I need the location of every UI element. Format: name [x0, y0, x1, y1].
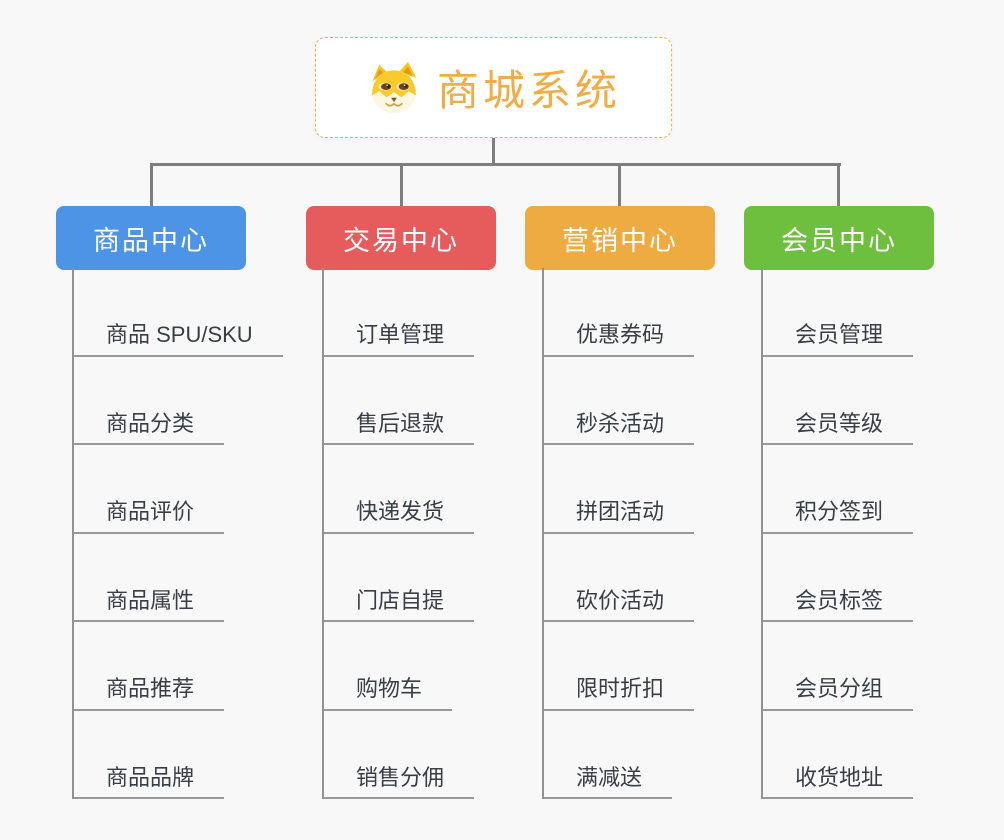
leaf-label[interactable]: 商品分类 — [74, 410, 225, 445]
leaf-label[interactable]: 砍价活动 — [544, 587, 695, 622]
leaf-label[interactable]: 快递发货 — [324, 498, 475, 534]
leaf-label[interactable]: 满减送 — [544, 764, 673, 799]
leaf-label[interactable]: 销售分佣 — [324, 764, 475, 799]
leaf-node[interactable]: 商品推荐 — [74, 622, 283, 711]
branch-node-marketing-center[interactable]: 营销中心 — [525, 206, 715, 270]
leaf-node[interactable]: 商品品牌 — [74, 711, 283, 799]
connector-drop-trade — [400, 163, 403, 207]
leaf-column-marketing: 优惠券码 秒杀活动 拼团活动 砍价活动 限时折扣 满减送 — [542, 268, 695, 799]
branch-node-member-center[interactable]: 会员中心 — [744, 206, 934, 270]
leaf-label[interactable]: 会员分组 — [763, 675, 914, 711]
root-node[interactable]: 商城系统 — [315, 37, 672, 138]
leaf-label[interactable]: 限时折扣 — [544, 675, 695, 711]
leaf-label[interactable]: 会员管理 — [763, 321, 914, 357]
connector-drop-marketing — [618, 163, 621, 207]
leaf-node[interactable]: 优惠券码 — [544, 268, 695, 357]
connector-horizontal-bus — [150, 163, 841, 166]
leaf-node[interactable]: 会员等级 — [763, 357, 914, 445]
leaf-node[interactable]: 拼团活动 — [544, 445, 695, 534]
leaf-column-trade: 订单管理 售后退款 快递发货 门店自提 购物车 销售分佣 — [322, 268, 475, 799]
leaf-node[interactable]: 订单管理 — [324, 268, 475, 357]
leaf-node[interactable]: 售后退款 — [324, 357, 475, 445]
branch-node-trade-center[interactable]: 交易中心 — [306, 206, 496, 270]
leaf-node[interactable]: 收货地址 — [763, 711, 914, 799]
leaf-label[interactable]: 售后退款 — [324, 410, 475, 445]
leaf-node[interactable]: 限时折扣 — [544, 622, 695, 711]
leaf-node[interactable]: 秒杀活动 — [544, 357, 695, 445]
leaf-node[interactable]: 积分签到 — [763, 445, 914, 534]
leaf-column-product: 商品 SPU/SKU 商品分类 商品评价 商品属性 商品推荐 商品品牌 — [72, 268, 283, 799]
leaf-label[interactable]: 收货地址 — [763, 764, 914, 799]
leaf-label[interactable]: 秒杀活动 — [544, 410, 695, 445]
leaf-node[interactable]: 砍价活动 — [544, 534, 695, 622]
leaf-node[interactable]: 会员管理 — [763, 268, 914, 357]
dog-face-icon — [371, 61, 417, 113]
connector-drop-product — [150, 163, 153, 207]
leaf-node[interactable]: 商品分类 — [74, 357, 283, 445]
connector-root-vertical — [492, 138, 495, 166]
leaf-node[interactable]: 商品 SPU/SKU — [74, 268, 283, 357]
leaf-label[interactable]: 商品推荐 — [74, 675, 225, 711]
leaf-label[interactable]: 积分签到 — [763, 498, 914, 534]
leaf-column-member: 会员管理 会员等级 积分签到 会员标签 会员分组 收货地址 — [761, 268, 914, 799]
leaf-node[interactable]: 会员分组 — [763, 622, 914, 711]
leaf-label[interactable]: 门店自提 — [324, 587, 475, 622]
leaf-node[interactable]: 商品评价 — [74, 445, 283, 534]
leaf-node[interactable]: 门店自提 — [324, 534, 475, 622]
leaf-label[interactable]: 购物车 — [324, 675, 453, 711]
leaf-node[interactable]: 商品属性 — [74, 534, 283, 622]
branch-node-product-center[interactable]: 商品中心 — [56, 206, 246, 270]
leaf-label[interactable]: 商品属性 — [74, 587, 225, 622]
leaf-label[interactable]: 拼团活动 — [544, 498, 695, 534]
leaf-label[interactable]: 商品品牌 — [74, 764, 225, 799]
leaf-node[interactable]: 满减送 — [544, 711, 694, 799]
root-title: 商城系统 — [436, 67, 621, 114]
leaf-node[interactable]: 会员标签 — [763, 534, 914, 622]
leaf-label[interactable]: 商品 SPU/SKU — [74, 321, 283, 357]
leaf-label[interactable]: 订单管理 — [324, 321, 475, 357]
leaf-label[interactable]: 会员等级 — [763, 410, 914, 445]
leaf-label[interactable]: 会员标签 — [763, 587, 914, 622]
leaf-node[interactable]: 购物车 — [324, 622, 474, 711]
leaf-node[interactable]: 快递发货 — [324, 445, 475, 534]
leaf-label[interactable]: 优惠券码 — [544, 321, 695, 357]
connector-drop-member — [837, 163, 840, 207]
leaf-node[interactable]: 销售分佣 — [324, 711, 475, 799]
leaf-label[interactable]: 商品评价 — [74, 498, 225, 534]
